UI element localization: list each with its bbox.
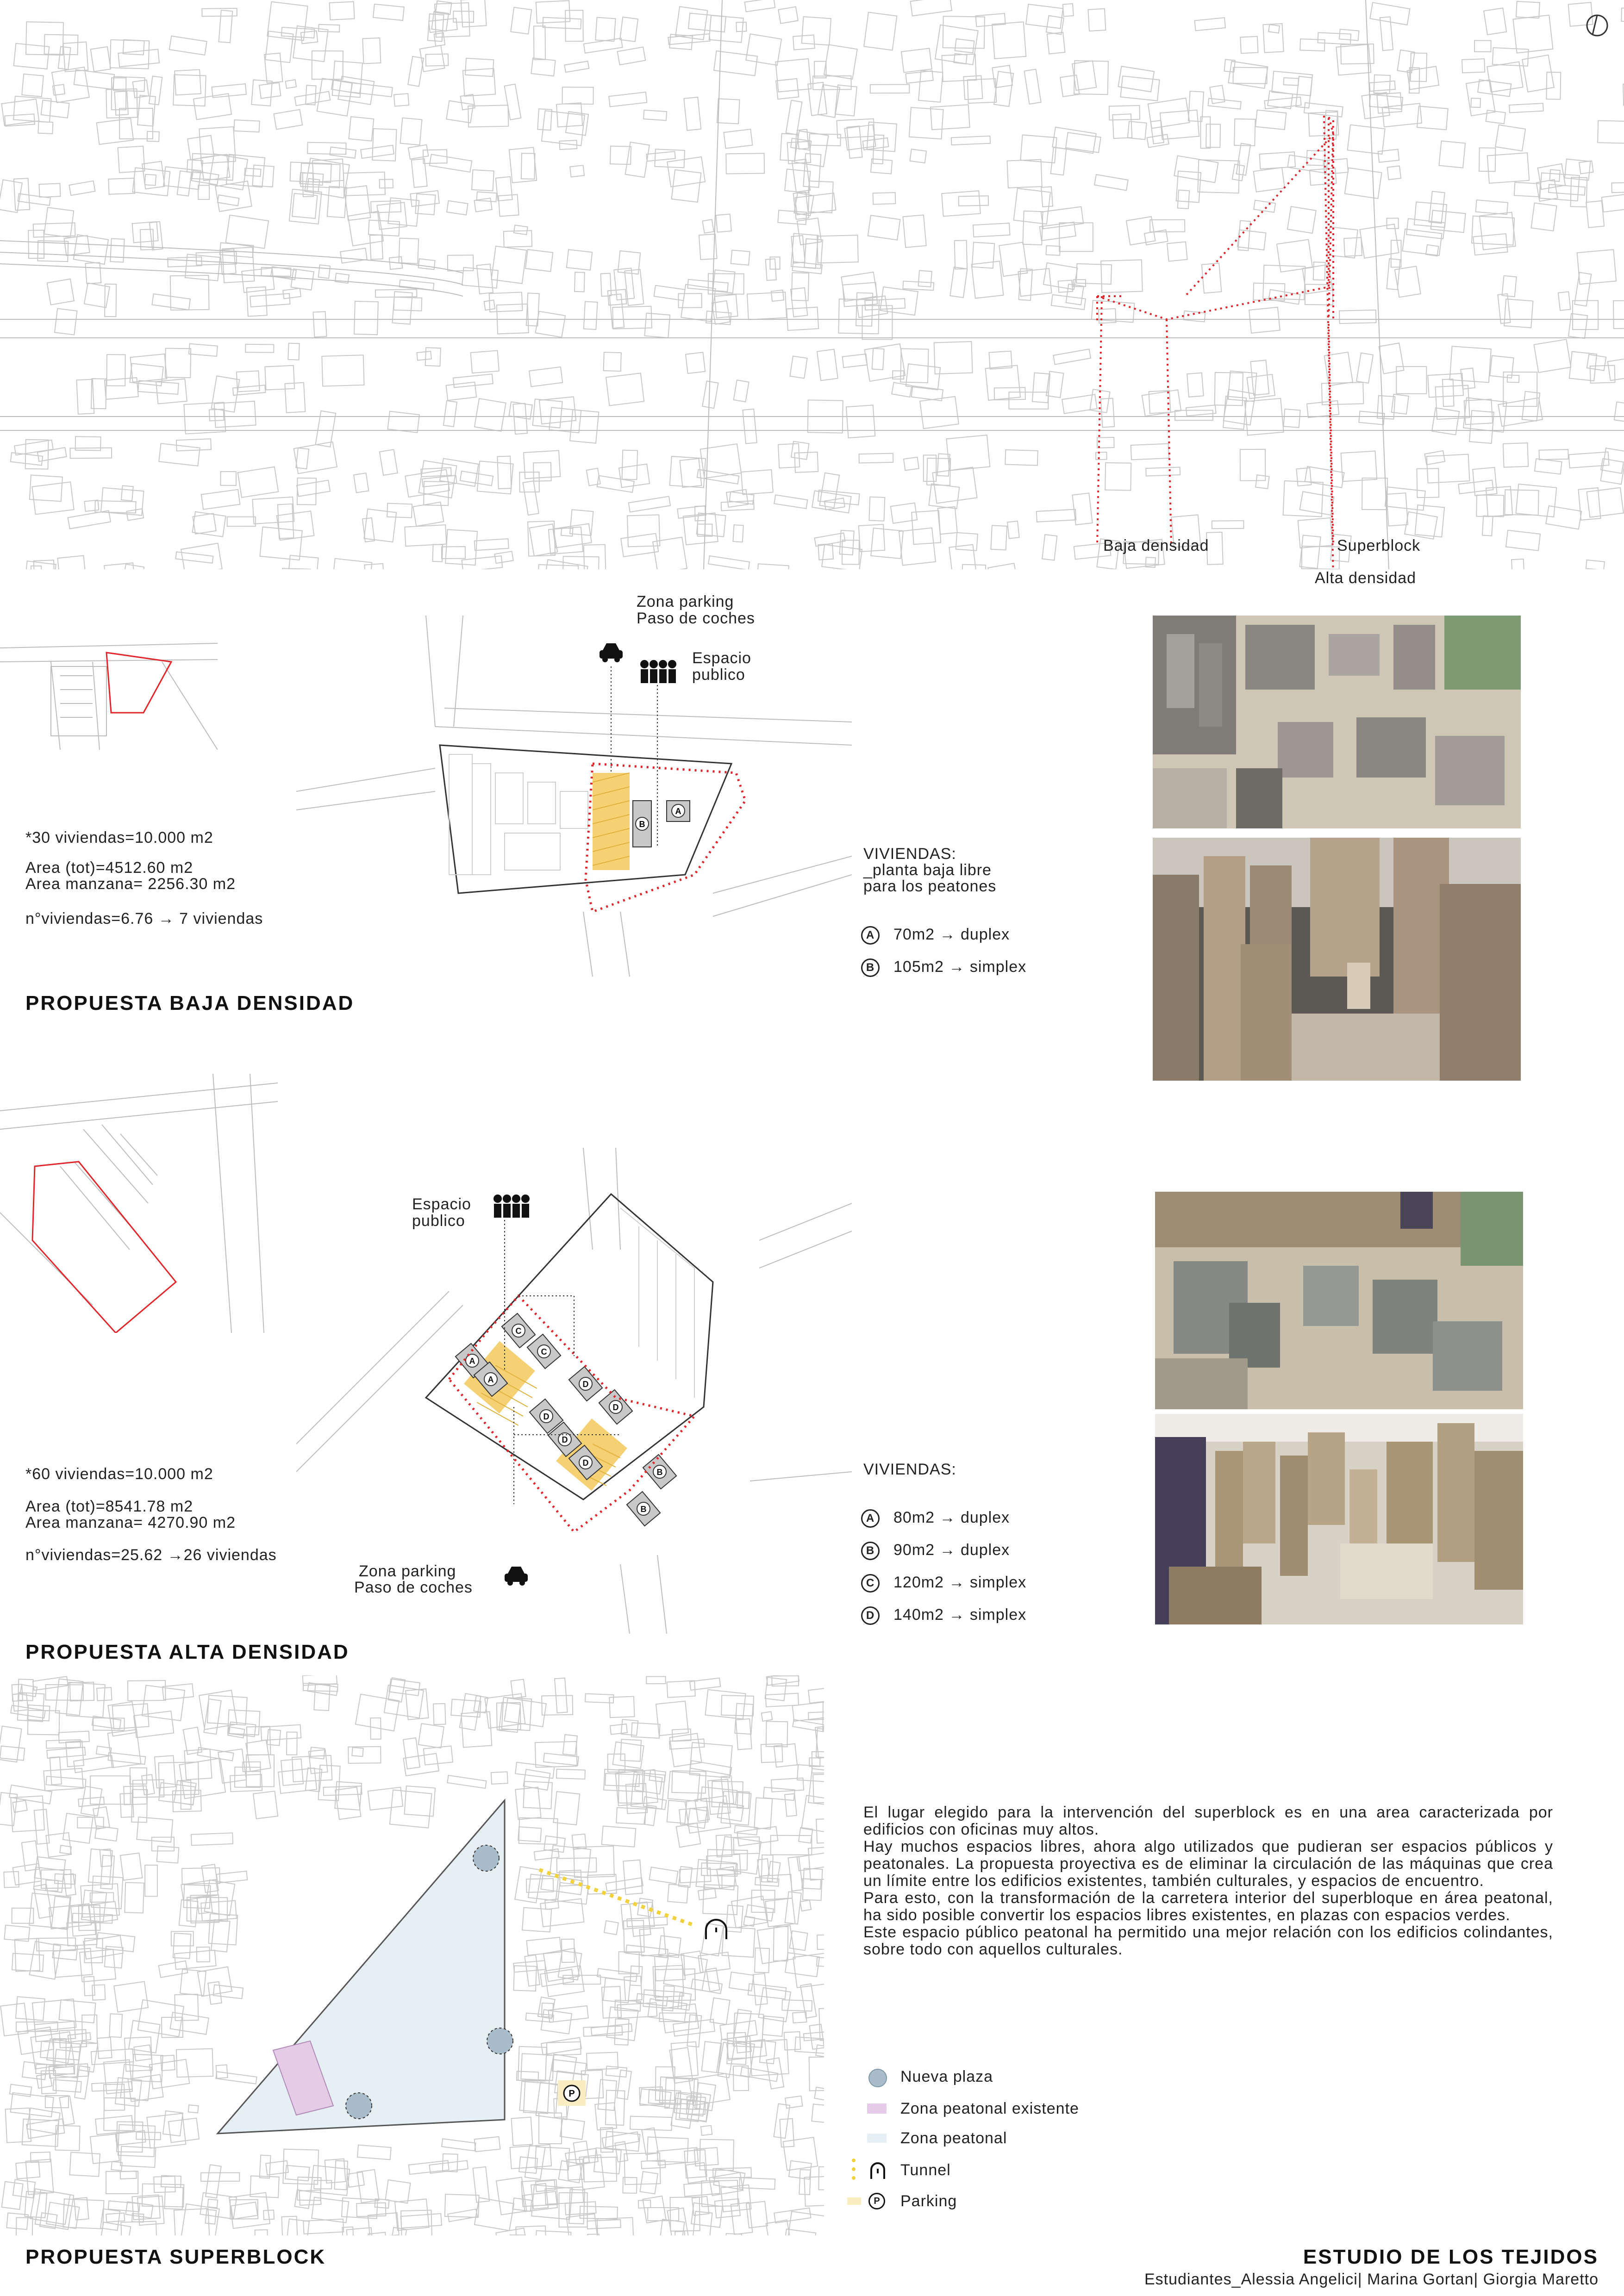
superblock-title: PROPUESTA SUPERBLOCK bbox=[25, 2246, 326, 2268]
baja-photo-model bbox=[1153, 838, 1521, 1081]
para-2: Hay muchos espacios libres, ahora algo u… bbox=[863, 1838, 1553, 1890]
type-c-badge: C bbox=[861, 1574, 880, 1593]
legend-peatonal-existente-swatch bbox=[867, 2103, 887, 2114]
baja-stat-2: Area (tot)=4512.60 m2 bbox=[25, 859, 194, 877]
type-a-badge: A bbox=[861, 1509, 880, 1528]
alta-stat-2: Area (tot)=8541.78 m2 bbox=[25, 1498, 194, 1515]
alta-parking-label: Zona parking bbox=[359, 1562, 456, 1580]
tunnel-icon bbox=[705, 1919, 727, 1939]
baja-viviendas-heading: VIVIENDAS: bbox=[863, 845, 956, 863]
baja-parking-label: Zona parking bbox=[637, 593, 734, 610]
footer-title: ESTUDIO DE LOS TEJIDOS bbox=[1303, 2246, 1599, 2268]
alta-stat-1: *60 viviendas=10.000 m2 bbox=[25, 1465, 213, 1483]
baja-type-b: B 105m2 → simplex bbox=[861, 958, 1026, 977]
superblock-map: P bbox=[0, 1675, 824, 2235]
baja-viviendas-sub-2: para los peatones bbox=[863, 877, 997, 895]
alta-photo-model bbox=[1155, 1414, 1523, 1624]
alta-stat-3: Area manzana= 4270.90 m2 bbox=[25, 1514, 236, 1531]
alta-type-d: D 140m2 → simplex bbox=[861, 1606, 1026, 1625]
people-icon bbox=[640, 660, 676, 683]
type-d-text: 140m2 → simplex bbox=[893, 1606, 1027, 1624]
baja-type-a: A 70m2 → duplex bbox=[861, 926, 1010, 945]
svg-text:D: D bbox=[583, 1380, 589, 1389]
type-b-text: 90m2 → duplex bbox=[893, 1541, 1010, 1559]
baja-espacio-label-2: publico bbox=[692, 666, 745, 684]
baja-espacio-label: Espacio bbox=[692, 649, 751, 667]
alta-title: PROPUESTA ALTA DENSIDAD bbox=[25, 1641, 350, 1663]
svg-text:A: A bbox=[488, 1375, 494, 1384]
label-alta-densidad: Alta densidad bbox=[1315, 569, 1417, 587]
alta-photo-aerial bbox=[1155, 1192, 1523, 1409]
legend-peatonal-label: Zona peatonal bbox=[900, 2129, 1007, 2147]
top-map-svg bbox=[0, 0, 1624, 569]
svg-text:B: B bbox=[639, 820, 645, 829]
alta-plan: C C A A D D D D D B B bbox=[296, 1148, 852, 1634]
parking-icon: P bbox=[868, 2193, 885, 2209]
legend-plaza-swatch bbox=[868, 2069, 887, 2087]
baja-stat-4: n°viviendas=6.76 → 7 viviendas bbox=[25, 910, 263, 927]
type-d-badge: D bbox=[861, 1606, 880, 1625]
svg-text:C: C bbox=[516, 1326, 522, 1336]
svg-text:B: B bbox=[641, 1505, 647, 1514]
alta-key-map bbox=[0, 1074, 278, 1333]
alta-type-a: A 80m2 → duplex bbox=[861, 1509, 1010, 1528]
type-b-badge: B bbox=[861, 958, 880, 977]
superblock-description: El lugar elegido para la intervención de… bbox=[863, 1804, 1553, 1958]
svg-text:P: P bbox=[568, 2089, 575, 2099]
svg-text:C: C bbox=[541, 1347, 547, 1356]
para-1: El lugar elegido para la intervención de… bbox=[863, 1804, 1553, 1838]
baja-photo-aerial bbox=[1153, 616, 1521, 828]
alta-stat-4: n°viviendas=25.62 →26 viviendas bbox=[25, 1546, 277, 1564]
baja-stat-1: *30 viviendas=10.000 m2 bbox=[25, 829, 213, 846]
legend-tunnel-swatch bbox=[852, 2159, 859, 2180]
alta-viviendas-heading: VIVIENDAS: bbox=[863, 1461, 956, 1478]
type-b-badge: B bbox=[861, 1542, 880, 1561]
alta-parking-label-2: Paso de coches bbox=[354, 1579, 473, 1596]
baja-viviendas-sub-1: _planta baja libre bbox=[863, 861, 992, 879]
alta-type-c: C 120m2 → simplex bbox=[861, 1574, 1026, 1593]
legend-parking-swatch bbox=[847, 2197, 861, 2205]
legend-tunnel-label: Tunnel bbox=[900, 2161, 951, 2179]
baja-stat-3: Area manzana= 2256.30 m2 bbox=[25, 875, 236, 893]
type-a-badge: A bbox=[861, 926, 880, 945]
baja-parking-label-2: Paso de coches bbox=[637, 610, 755, 627]
baja-title: PROPUESTA BAJA DENSIDAD bbox=[25, 992, 355, 1014]
type-a-text: 80m2 → duplex bbox=[893, 1509, 1010, 1526]
label-superblock: Superblock bbox=[1337, 537, 1421, 554]
label-baja-densidad: Baja densidad bbox=[1103, 537, 1209, 554]
people-icon bbox=[493, 1195, 530, 1218]
type-c-text: 120m2 → simplex bbox=[893, 1574, 1027, 1591]
para-4: Este espacio público peatonal ha permiti… bbox=[863, 1923, 1553, 1958]
alta-espacio-label: Espacio bbox=[412, 1195, 471, 1213]
svg-text:D: D bbox=[613, 1403, 619, 1412]
type-a-text: 70m2 → duplex bbox=[893, 926, 1010, 943]
svg-text:A: A bbox=[469, 1356, 475, 1366]
top-city-map bbox=[0, 0, 1624, 569]
svg-text:B: B bbox=[657, 1468, 663, 1477]
svg-text:A: A bbox=[675, 807, 681, 816]
legend-plaza-label: Nueva plaza bbox=[900, 2068, 993, 2085]
north-arrow-icon bbox=[1586, 14, 1608, 37]
tunnel-icon bbox=[869, 2161, 886, 2182]
alta-espacio-label-2: publico bbox=[412, 1212, 465, 1230]
footer-credits: Estudiantes_Alessia Angelici| Marina Gor… bbox=[1144, 2271, 1599, 2288]
car-icon bbox=[505, 1567, 528, 1586]
baja-plan: B A bbox=[296, 616, 852, 977]
svg-text:D: D bbox=[583, 1458, 589, 1468]
svg-text:D: D bbox=[543, 1412, 550, 1421]
para-3: Para esto, con la transformación de la c… bbox=[863, 1889, 1553, 1924]
legend-parking-label: Parking bbox=[900, 2192, 957, 2210]
baja-key-map bbox=[0, 634, 218, 750]
legend-peatonal-existente-label: Zona peatonal existente bbox=[900, 2100, 1079, 2117]
alta-type-b: B 90m2 → duplex bbox=[861, 1541, 1010, 1561]
svg-text:D: D bbox=[562, 1435, 568, 1444]
legend-peatonal-swatch bbox=[867, 2134, 887, 2143]
type-b-text: 105m2 → simplex bbox=[893, 958, 1027, 976]
car-icon bbox=[600, 643, 623, 662]
